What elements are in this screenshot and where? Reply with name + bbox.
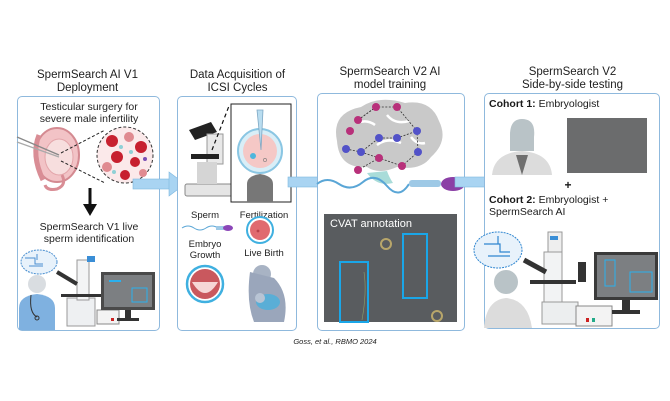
monitor-icon bbox=[101, 272, 155, 321]
fertilized-egg-icon bbox=[246, 216, 274, 244]
step2-title: Data Acquisition of ICSI Cycles bbox=[165, 69, 310, 95]
monitor-icon-2 bbox=[594, 252, 658, 314]
step3-title-line1: SpermSearch V2 AI bbox=[339, 66, 441, 78]
ai-circuit-brain-icon bbox=[20, 249, 58, 275]
step1-caption-bottom-line1: SpermSearch V1 live bbox=[39, 221, 139, 233]
label-live-birth: Live Birth bbox=[244, 248, 284, 259]
cohort2-label: Cohort 2: Embryologist + SpermSearch AI bbox=[489, 194, 608, 218]
step1-caption-top: Testicular surgery for severe male infer… bbox=[20, 101, 158, 125]
citation: Goss, et al., RBMO 2024 bbox=[293, 337, 377, 346]
v1-lab-setup-illustration bbox=[19, 249, 155, 330]
cvat-bbox-overlay bbox=[339, 233, 443, 323]
icsi-injection-icon bbox=[230, 103, 292, 203]
cohort2-bold: Cohort 2: bbox=[489, 194, 536, 206]
lab-microscope-icon bbox=[184, 122, 238, 197]
label-embryo-growth: Embryo Growth bbox=[180, 239, 230, 261]
down-arrow-icon bbox=[83, 188, 97, 216]
embryologist-icon-2 bbox=[484, 270, 532, 328]
doctor-icon bbox=[19, 275, 55, 330]
label-fertilization: Fertilization bbox=[239, 210, 289, 221]
step1-caption-bottom-line2: sperm identification bbox=[43, 233, 135, 245]
step1-caption-top-line1: Testicular surgery for bbox=[40, 101, 138, 113]
blastocyst-icon bbox=[185, 264, 225, 304]
label-sperm: Sperm bbox=[191, 210, 219, 221]
surgical-needle-icon bbox=[16, 136, 60, 158]
cohort2-text-line2: SpermSearch AI bbox=[489, 206, 566, 218]
plus-sign: + bbox=[564, 178, 572, 192]
label-embryo-growth-line1: Embryo bbox=[188, 239, 222, 250]
cohort1-text: Embryologist bbox=[535, 98, 600, 110]
step4-title-line1: SpermSearch V2 bbox=[528, 66, 617, 78]
step1-caption-top-line2: severe male infertility bbox=[39, 113, 139, 125]
cohort1-microscopy-image bbox=[567, 118, 647, 173]
neural-network-brain-illustration bbox=[336, 99, 443, 184]
v2-lab-setup-illustration bbox=[473, 231, 658, 328]
step4-title-line2: Side-by-side testing bbox=[522, 79, 623, 91]
sperm-large-icon bbox=[316, 176, 465, 194]
step3-title: SpermSearch V2 AI model training bbox=[315, 66, 465, 92]
cvat-annotation-image: CVAT annotation bbox=[324, 214, 457, 323]
embryologist-icon bbox=[492, 119, 552, 175]
icsi-microscope-illustration bbox=[184, 103, 292, 203]
step2-title-line2: ICSI Cycles bbox=[207, 82, 268, 94]
cohort1-label: Cohort 1: Embryologist bbox=[489, 98, 599, 110]
bounding-box-1 bbox=[339, 261, 369, 323]
zoom-line-top bbox=[60, 129, 106, 154]
step1-title-line1: SpermSearch AI V1 bbox=[37, 69, 138, 81]
cvat-annotation-label: CVAT annotation bbox=[330, 218, 412, 230]
step2-title-line1: Data Acquisition of bbox=[189, 69, 286, 81]
step1-title: SpermSearch AI V1 Deployment bbox=[10, 69, 165, 95]
ai-circuit-brain-icon-2 bbox=[473, 231, 523, 269]
step1-title-line2: Deployment bbox=[56, 82, 119, 94]
label-embryo-growth-line2: Growth bbox=[189, 250, 221, 261]
cohort1-bold: Cohort 1: bbox=[489, 98, 536, 110]
network-nodes bbox=[342, 103, 422, 174]
step4-title: SpermSearch V2 Side-by-side testing bbox=[490, 66, 655, 92]
cohort2-text-line1: Embryologist + bbox=[535, 194, 609, 206]
microscope-icon-2 bbox=[522, 231, 613, 327]
testis-illustration bbox=[16, 126, 154, 191]
bounding-box-2 bbox=[402, 233, 428, 299]
step3-title-line2: model training bbox=[353, 79, 427, 91]
testis-icon bbox=[33, 127, 80, 191]
sperm-small-icon bbox=[181, 225, 233, 231]
seminiferous-tubule-magnified-icon bbox=[96, 126, 154, 184]
mother-baby-icon bbox=[248, 265, 286, 322]
zoom-line-bottom bbox=[60, 160, 106, 184]
step1-caption-bottom: SpermSearch V1 live sperm identification bbox=[20, 221, 158, 245]
